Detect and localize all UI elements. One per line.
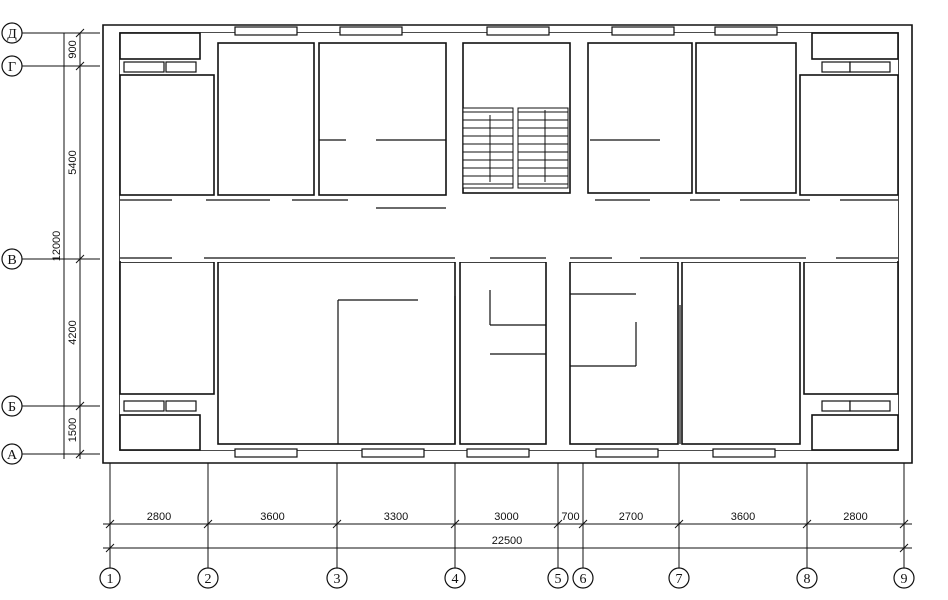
axis-label-2: 2 — [205, 572, 212, 587]
axis-label-А: А — [7, 448, 18, 463]
axis-label-8: 8 — [804, 572, 811, 587]
outer-windows — [234, 26, 778, 458]
dim-bottom-4: 700 — [561, 511, 579, 523]
axis-label-Д: Д — [7, 27, 17, 42]
staircase — [462, 107, 569, 189]
axis-bubble-1 — [99, 567, 121, 589]
dim-left-0: 900 — [67, 40, 79, 58]
axis-bubble-4 — [444, 567, 466, 589]
axis-bubble-А — [1, 443, 23, 465]
axis-bubble-Д — [1, 22, 23, 44]
axis-label-9: 9 — [901, 572, 908, 587]
axis-bubble-5 — [547, 567, 569, 589]
axis-label-1: 1 — [107, 572, 114, 587]
axis-bubble-8 — [796, 567, 818, 589]
axis-label-5: 5 — [555, 572, 562, 587]
partitions — [319, 139, 681, 444]
dim-left-total: 12000 — [51, 231, 63, 262]
balcony-windows — [123, 61, 891, 412]
axis-bubble-2 — [197, 567, 219, 589]
dim-left-3: 1500 — [67, 418, 79, 442]
axis-bubble-В — [1, 248, 23, 270]
axis-label-4: 4 — [452, 572, 459, 587]
dim-bottom-6: 3600 — [731, 511, 755, 523]
dim-bottom-total: 22500 — [492, 535, 523, 547]
dim-bottom-5: 2700 — [619, 511, 643, 523]
axis-bubble-Б — [1, 395, 23, 417]
dim-bottom-3: 3000 — [494, 511, 518, 523]
dim-bottom-7: 2800 — [843, 511, 867, 523]
dim-left-1: 5400 — [67, 150, 79, 174]
axis-label-Б: Б — [8, 400, 16, 415]
dim-bottom-1: 3600 — [260, 511, 284, 523]
axis-label-В: В — [7, 253, 16, 268]
corridor — [120, 196, 898, 262]
corner-blocks — [119, 32, 899, 451]
axis-label-3: 3 — [334, 572, 341, 587]
dimensions-bottom: 2800 3600 3300 3000 700 2700 3600 2800 22500 — [103, 511, 912, 553]
axis-bubble-7 — [668, 567, 690, 589]
axis-bubble-Г — [1, 55, 23, 77]
axis-label-6: 6 — [580, 572, 587, 587]
axis-bubble-9 — [893, 567, 915, 589]
dim-bottom-0: 2800 — [147, 511, 171, 523]
axis-bubble-6 — [572, 567, 594, 589]
dim-bottom-2: 3300 — [384, 511, 408, 523]
axis-grid-horizontal: 1 2 3 4 5 6 7 8 9 — [99, 463, 915, 589]
axis-bubble-3 — [326, 567, 348, 589]
dimensions-left: 900 5400 4200 1500 12000 — [51, 28, 85, 459]
axis-label-7: 7 — [676, 572, 683, 587]
axis-grid-vertical: Д Г В Б А — [1, 22, 100, 465]
axis-label-Г: Г — [8, 60, 16, 75]
dim-left-2: 4200 — [67, 320, 79, 344]
